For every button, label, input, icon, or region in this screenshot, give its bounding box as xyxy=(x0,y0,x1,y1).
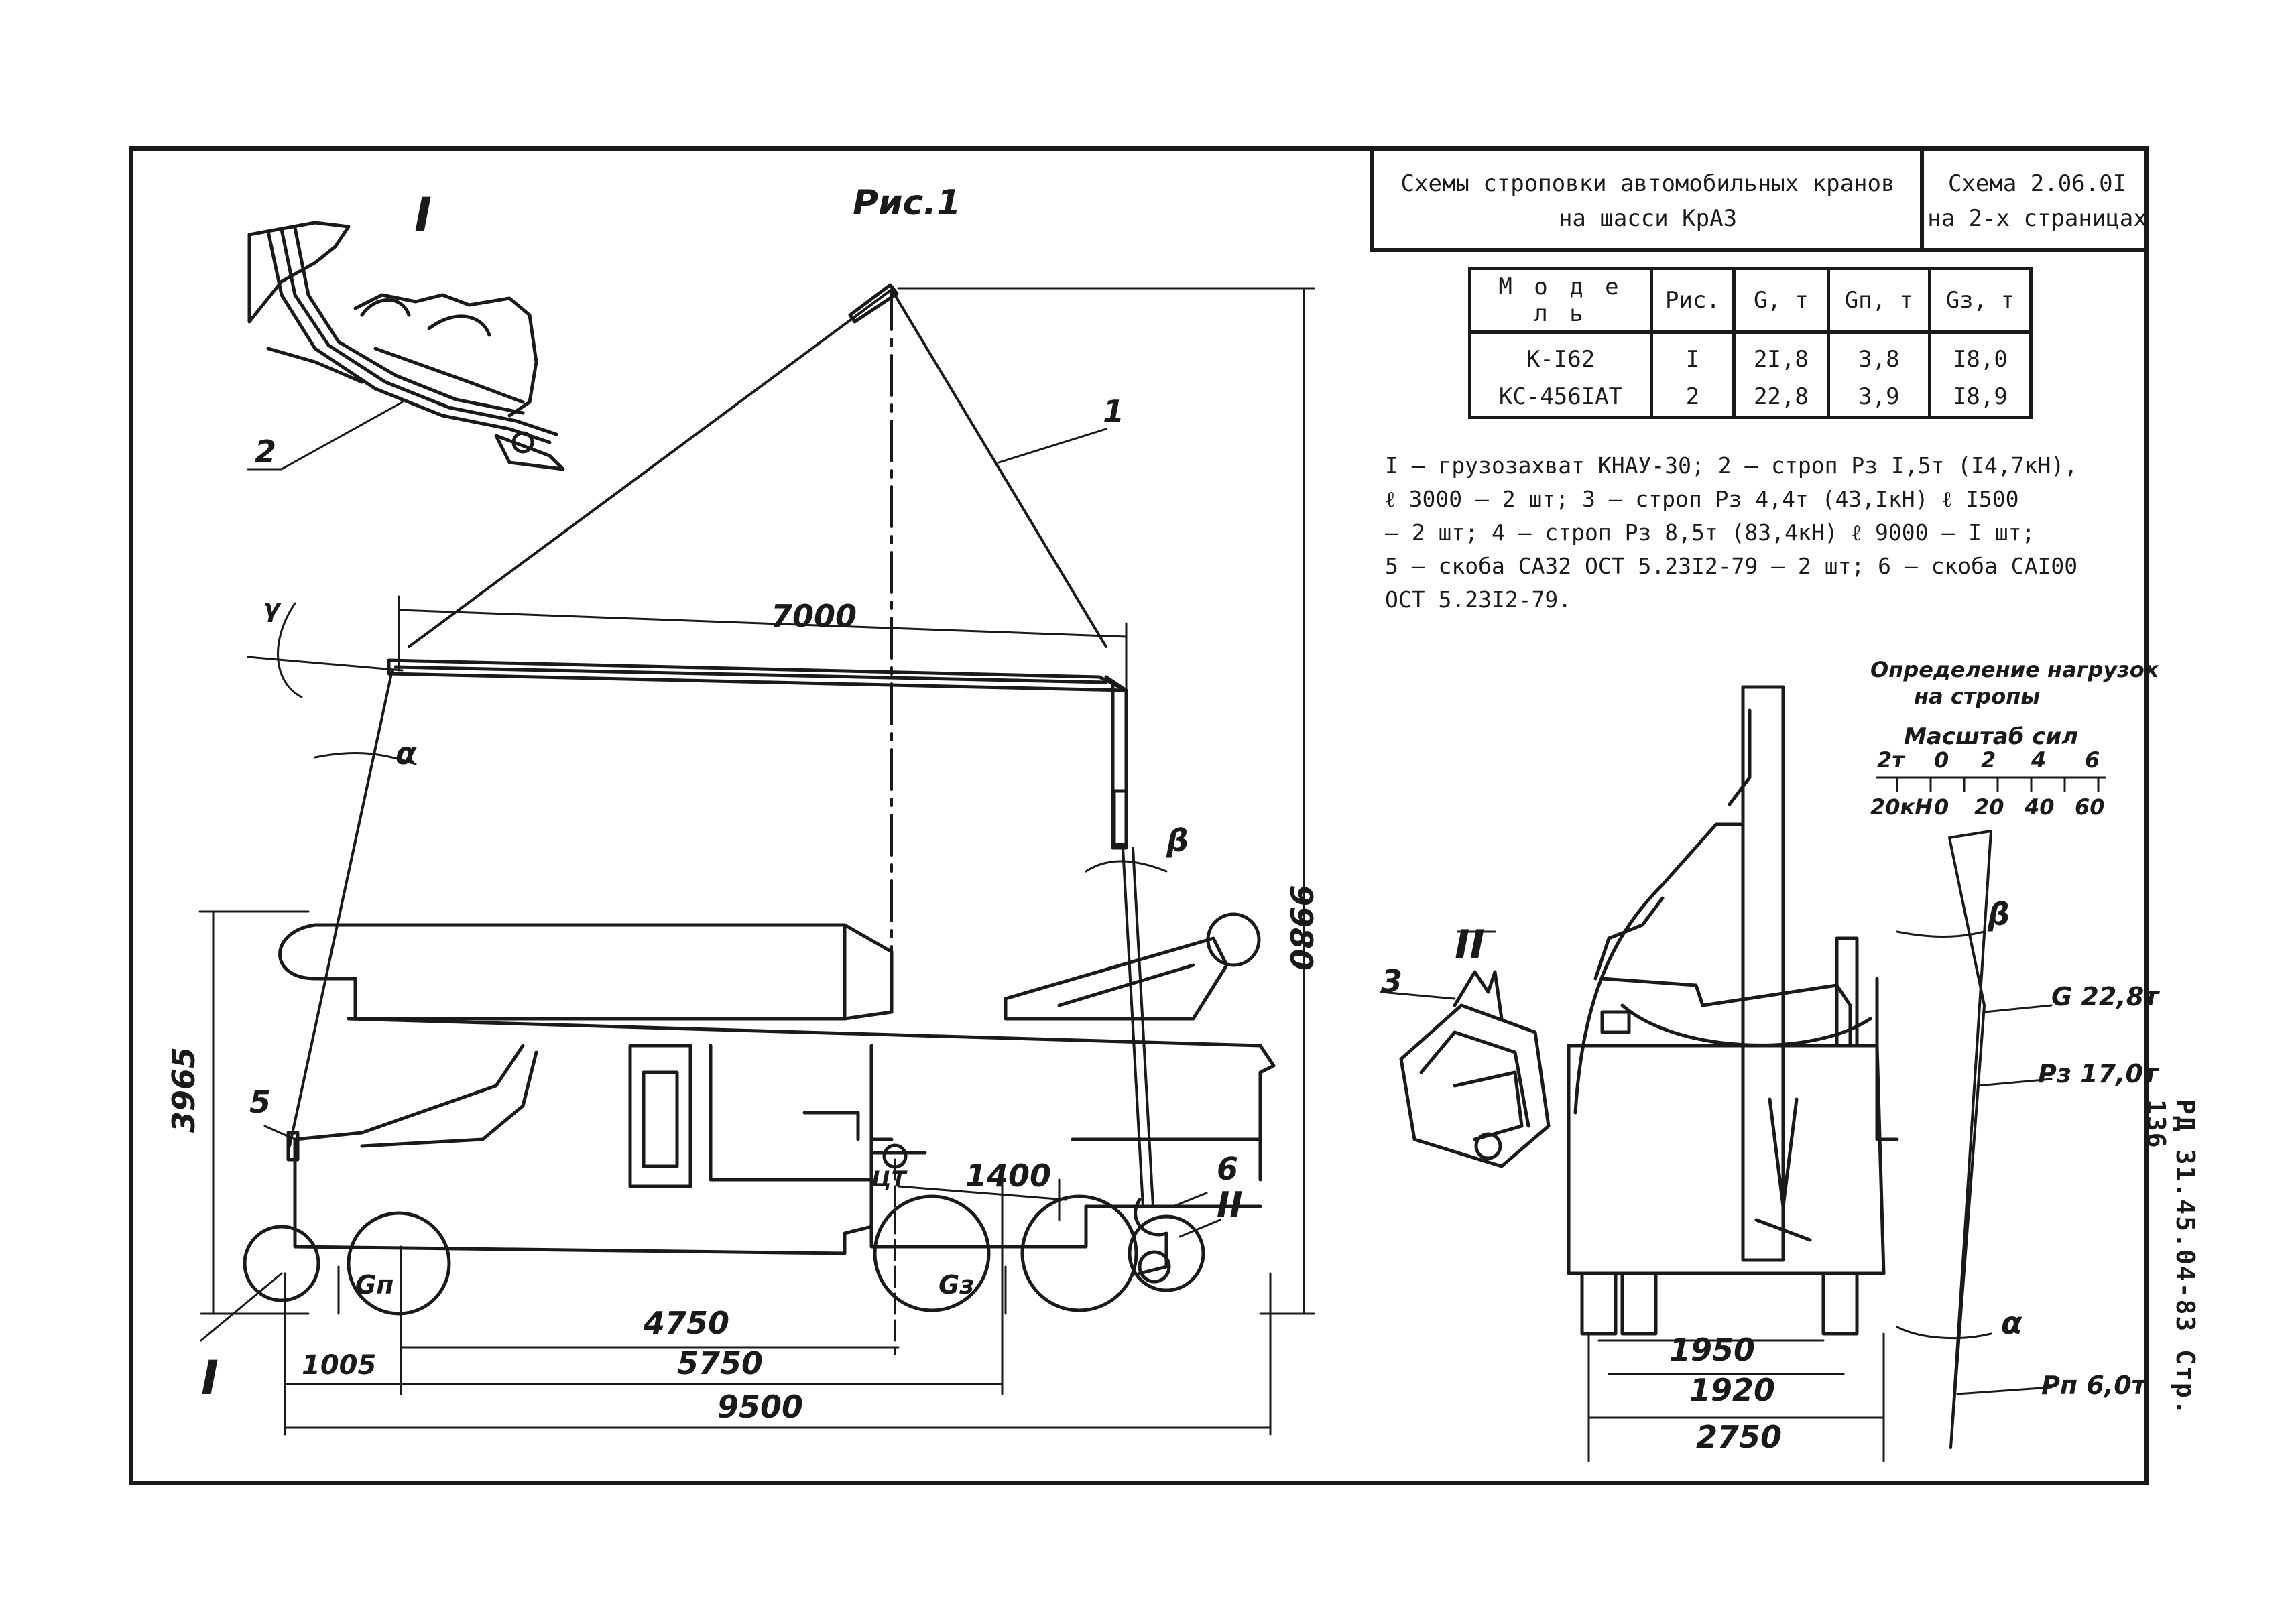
scale-tick-t: 2 xyxy=(1981,747,1996,773)
drawing-frame xyxy=(129,146,2149,1485)
title-divider xyxy=(1920,146,1924,252)
table-header: Gп, т xyxy=(1826,267,1931,334)
legend-notes: I – грузозахват КНАУ-30; 2 – строп Рз I,… xyxy=(1385,452,2078,613)
table-header: Gз, т xyxy=(1927,267,2033,334)
rear-view xyxy=(1380,685,1899,1462)
angle-alpha: α xyxy=(396,735,417,771)
scale-tick-kn: 0 xyxy=(1934,794,1949,820)
label-num-1: 1 xyxy=(1103,393,1124,430)
title-block xyxy=(1370,146,2149,252)
model-table: М о д е л ь Рис. G, т Gп, т Gз, т К-I62 … xyxy=(1468,267,2033,419)
scale-tick-t: 4 xyxy=(2031,747,2046,773)
scale-tick-kn: 60 xyxy=(2075,794,2105,820)
table-cell: К-I62 xyxy=(1468,332,1653,378)
dim-1920: 1920 xyxy=(1689,1372,1775,1408)
label-num-6: 6 xyxy=(1217,1151,1238,1187)
dim-1400: 1400 xyxy=(965,1158,1051,1194)
table-cell: 2I,8 xyxy=(1732,332,1830,378)
table-cell: I xyxy=(1650,332,1736,378)
dim-height-lower: 3965 xyxy=(166,1047,202,1133)
scale-tick-t: 2т xyxy=(1877,747,1906,773)
dim-boom-length: 7000 xyxy=(771,598,857,634)
detail-1-marker-bottom: I xyxy=(201,1351,219,1406)
dim-height-total: 9980 xyxy=(1283,885,1319,971)
dim-1005: 1005 xyxy=(302,1350,376,1381)
detail-1-marker: I xyxy=(414,188,432,243)
table-cell: I8,0 xyxy=(1927,332,2033,378)
scale-tick-kn: 40 xyxy=(2024,794,2055,820)
table-cell: I8,9 xyxy=(1927,378,2033,419)
table-cell: 22,8 xyxy=(1732,378,1830,419)
main-crane-view xyxy=(198,283,1315,1436)
detail-2-marker: II xyxy=(1455,922,1485,969)
force-alpha: α xyxy=(2001,1305,2022,1341)
title-scheme-ref: Схема 2.06.0I на 2-х страницах xyxy=(1927,170,2147,232)
table-row: КС-456IАТ 2 22,8 3,9 I8,9 xyxy=(1468,378,2033,419)
label-num-3: 3 xyxy=(1381,963,1402,999)
force-title-line2: на стропы xyxy=(1914,684,2040,709)
force-title-line1: Определение нагрузок xyxy=(1870,657,2160,682)
weight-gz: Gз xyxy=(939,1270,974,1300)
scale-tick-kn: 20кН xyxy=(1870,794,1933,820)
cg-label: ЦТ xyxy=(871,1166,908,1192)
dim-1950: 1950 xyxy=(1669,1332,1755,1368)
table-cell: 3,8 xyxy=(1826,332,1931,378)
label-num-2: 2 xyxy=(255,434,276,470)
force-pz: Рз 17,0т xyxy=(2038,1059,2159,1088)
title-main: Схемы строповки автомобильных кранов на … xyxy=(1400,170,1895,232)
angle-beta: β xyxy=(1166,822,1189,859)
force-beta: β xyxy=(1987,896,2010,932)
force-pp: Рп 6,0т xyxy=(2041,1371,2148,1400)
dim-5750: 5750 xyxy=(677,1345,763,1381)
scale-tick-t: 6 xyxy=(2085,747,2100,773)
dim-2750: 2750 xyxy=(1696,1419,1782,1455)
dim-4750: 4750 xyxy=(643,1305,729,1341)
label-num-5: 5 xyxy=(249,1084,271,1120)
figure-label: Рис.1 xyxy=(853,183,961,223)
table-header: G, т xyxy=(1732,267,1830,334)
force-diagram xyxy=(1876,776,2106,1449)
table-cell: 3,9 xyxy=(1826,378,1931,419)
table-header-row: М о д е л ь Рис. G, т Gп, т Gз, т xyxy=(1468,267,2033,334)
detail-1-sketch xyxy=(247,221,565,471)
table-cell: КС-456IАТ xyxy=(1468,378,1653,419)
angle-gamma: γ xyxy=(263,593,282,623)
scale-tick-kn: 20 xyxy=(1974,794,2004,820)
weight-gp: Gп xyxy=(355,1270,394,1300)
dim-9500: 9500 xyxy=(717,1389,803,1425)
scale-tick-t: 0 xyxy=(1934,747,1949,773)
table-header: М о д е л ь xyxy=(1468,267,1653,334)
force-g: G 22,8т xyxy=(2051,982,2160,1011)
table-row: К-I62 I 2I,8 3,8 I8,0 xyxy=(1468,332,2033,378)
table-header: Рис. xyxy=(1650,267,1736,334)
table-cell: 2 xyxy=(1650,378,1736,419)
scale-label: Масштаб сил xyxy=(1904,723,2078,750)
detail-2-marker-main: II xyxy=(1217,1185,1243,1225)
